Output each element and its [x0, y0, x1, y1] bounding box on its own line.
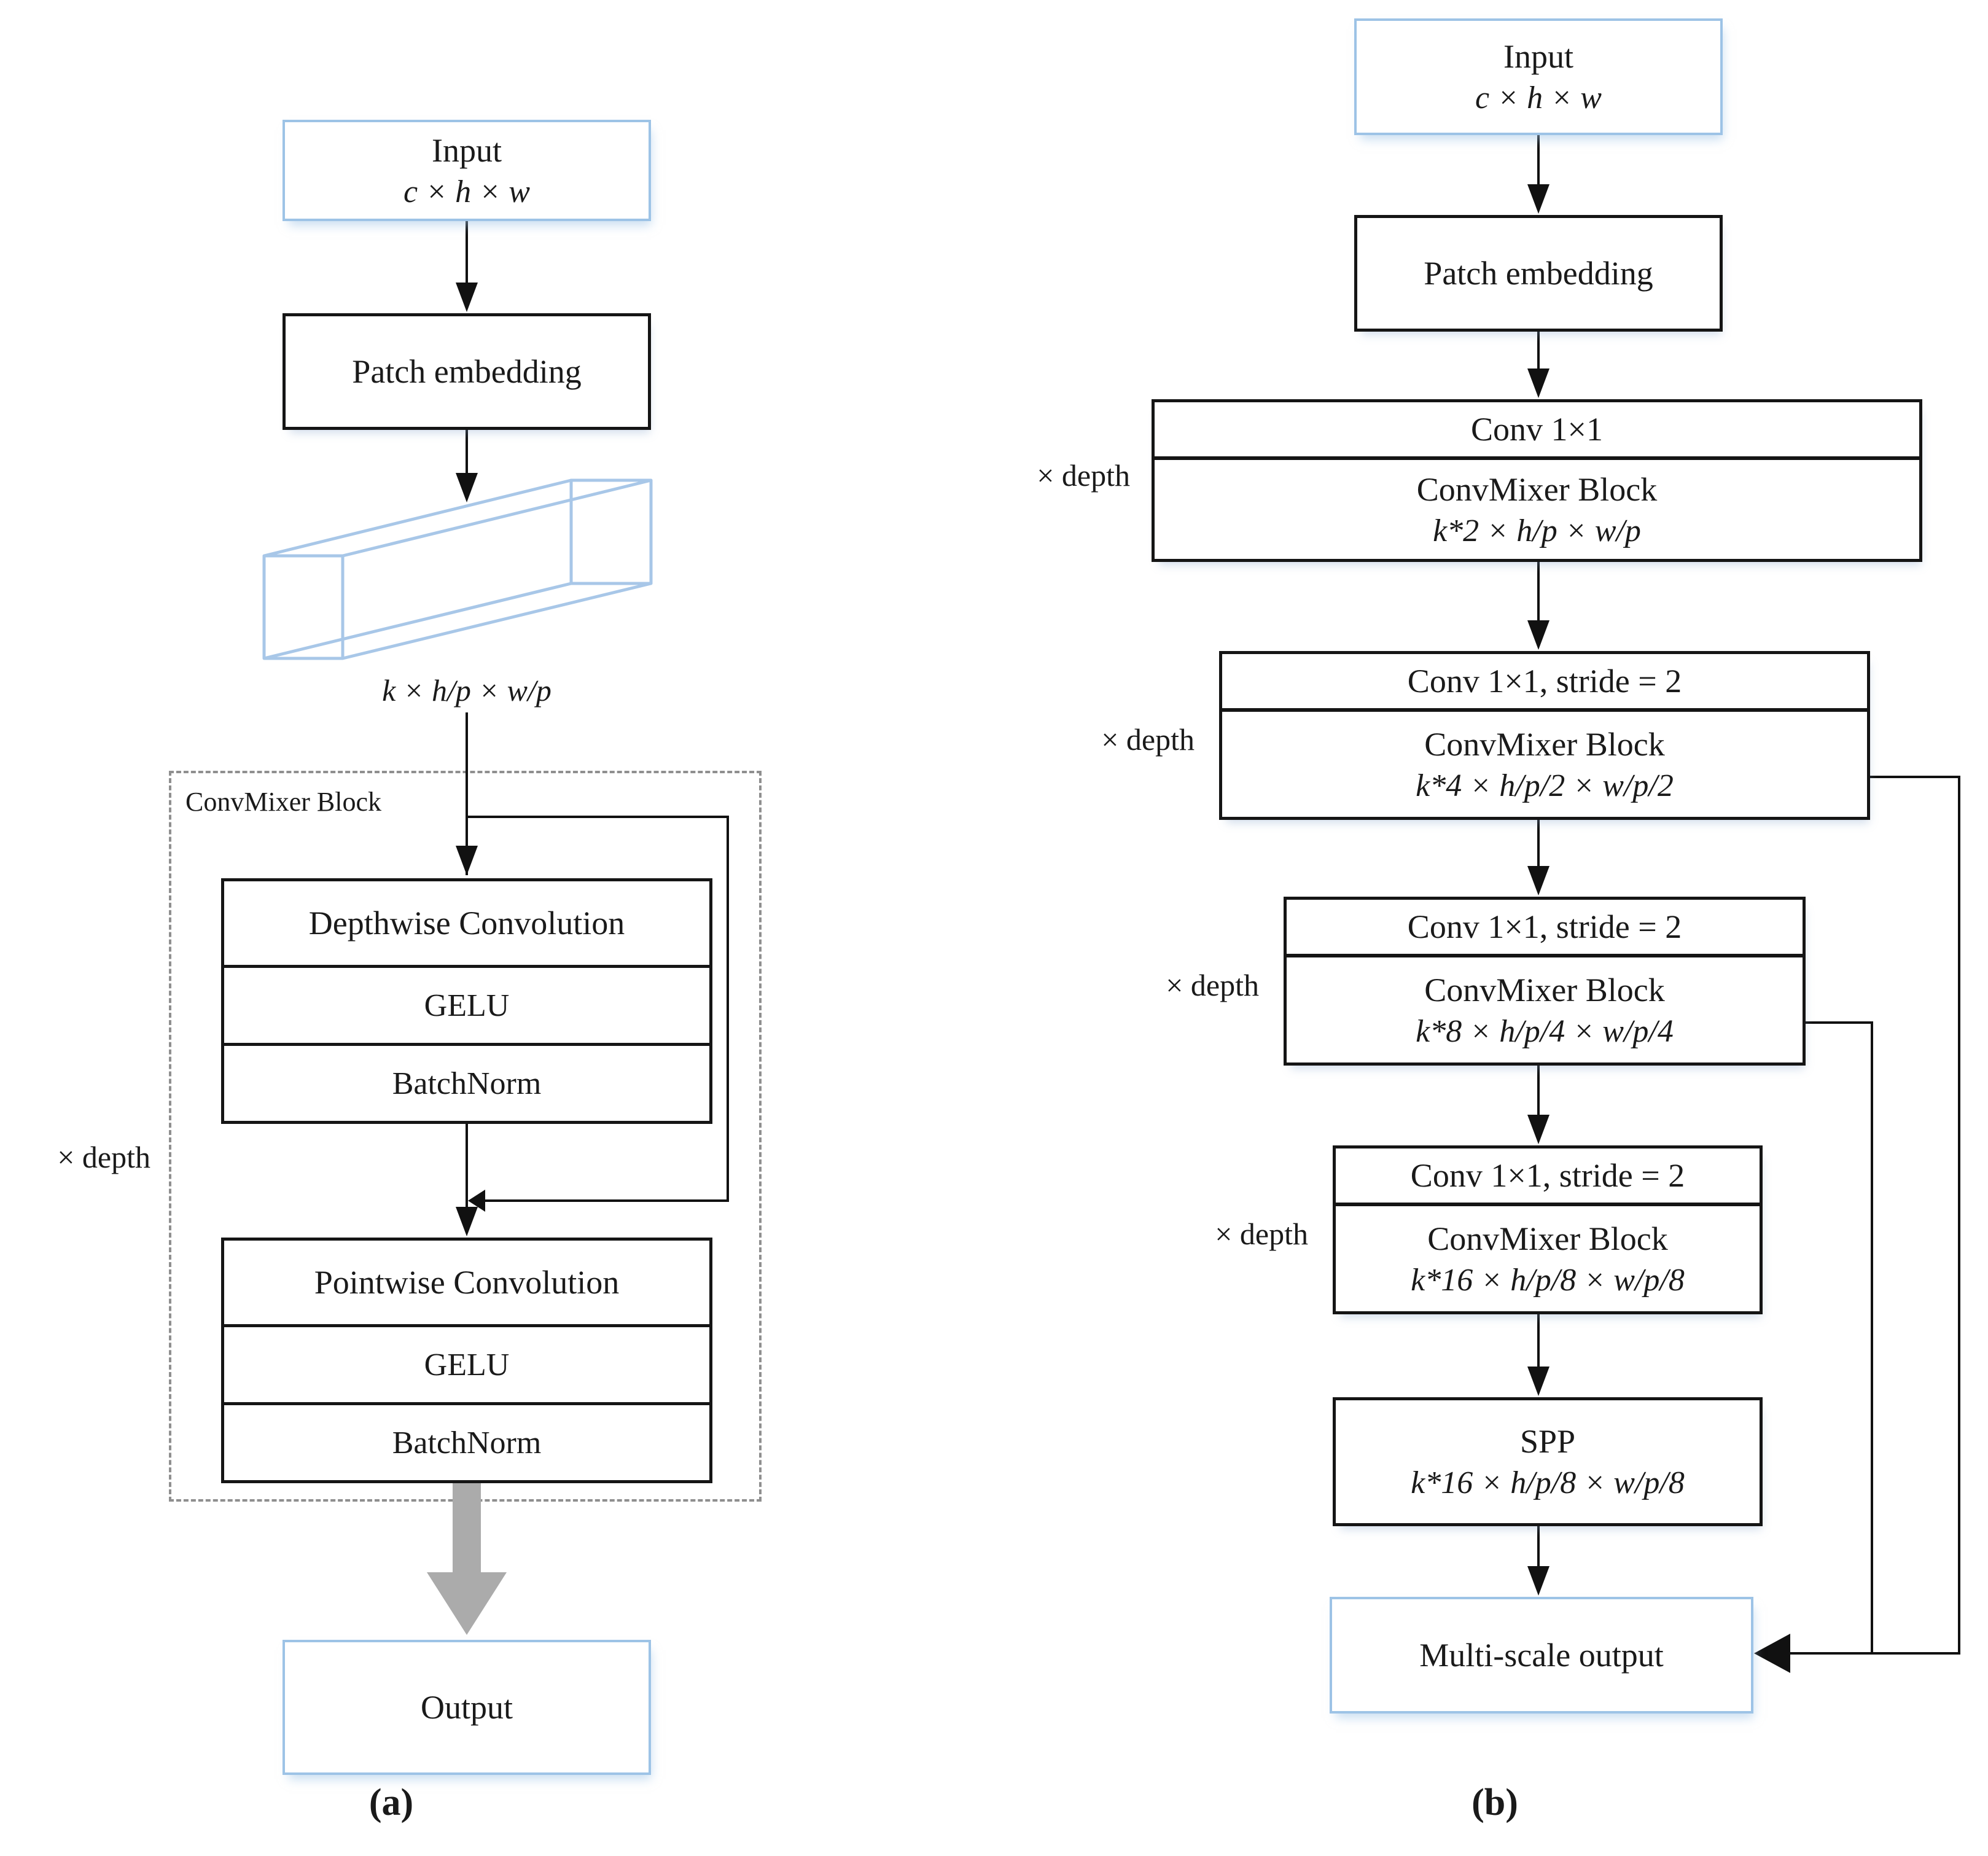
tensor-cuboid	[262, 478, 653, 660]
depthwise-stack: Depthwise Convolution GELU BatchNorm	[221, 878, 712, 1124]
arrowhead-down-icon	[1527, 1566, 1549, 1596]
stage-conv-label: Conv 1×1, stride = 2	[1222, 654, 1867, 712]
patch-embedding-label: Patch embedding	[352, 353, 582, 390]
depth-multiplier-label-stage1: × depth	[1037, 458, 1130, 493]
input-dims: c × h × w	[403, 174, 530, 209]
gray-arrow-head	[427, 1572, 507, 1635]
multiscale-output-box: Multi-scale output	[1330, 1597, 1753, 1714]
depth-multiplier-label-stage4: × depth	[1215, 1217, 1308, 1251]
batchnorm-row: BatchNorm	[224, 1402, 709, 1480]
input-box-a: Input c × h × w	[283, 120, 651, 221]
patch-embedding-box-a: Patch embedding	[283, 313, 651, 430]
stage-dims-label: k*2 × h/p × w/p	[1433, 513, 1641, 548]
stage-block-label: ConvMixer Block	[1427, 1220, 1668, 1257]
patch-embedding-box-b: Patch embedding	[1354, 215, 1723, 332]
stage-2: Conv 1×1, stride = 2 ConvMixer Block k*4…	[1219, 651, 1870, 820]
arrowhead-down-icon	[456, 283, 478, 312]
spp-box: SPP k*16 × h/p/8 × w/p/8	[1333, 1397, 1763, 1526]
gelu-row: GELU	[224, 965, 709, 1043]
stage-conv-label: Conv 1×1, stride = 2	[1287, 900, 1803, 957]
panel-a-caption: (a)	[368, 1782, 414, 1823]
input-box-b: Input c × h × w	[1354, 18, 1723, 135]
gray-output-arrow-icon	[427, 1462, 507, 1635]
arrowhead-down-icon	[1527, 1367, 1549, 1396]
stage-conv-label: Conv 1×1, stride = 2	[1336, 1148, 1760, 1206]
output-label: Output	[420, 1689, 513, 1726]
arrowhead-left-icon	[1754, 1634, 1790, 1673]
tensor-dims-label: k × h/p × w/p	[382, 673, 552, 708]
depth-multiplier-label-a: × depth	[57, 1140, 150, 1174]
stage-1: Conv 1×1 ConvMixer Block k*2 × h/p × w/p	[1152, 399, 1922, 562]
spp-dims: k*16 × h/p/8 × w/p/8	[1411, 1465, 1685, 1500]
cuboid-edge	[342, 582, 652, 660]
panel-b-caption: (b)	[1472, 1782, 1518, 1823]
spp-title: SPP	[1519, 1423, 1576, 1460]
input-title: Input	[1503, 38, 1573, 75]
arrowhead-down-icon	[1527, 1115, 1549, 1144]
arrowhead-down-icon	[1527, 368, 1549, 398]
gelu-row: GELU	[224, 1324, 709, 1402]
stage-4: Conv 1×1, stride = 2 ConvMixer Block k*1…	[1333, 1145, 1763, 1314]
cuboid-edge	[342, 478, 652, 558]
stage-block-label: ConvMixer Block	[1424, 725, 1665, 763]
stage-dims-label: k*8 × h/p/4 × w/p/4	[1416, 1013, 1674, 1049]
stage-3: Conv 1×1, stride = 2 ConvMixer Block k*8…	[1284, 897, 1806, 1066]
stage-conv-label: Conv 1×1	[1155, 402, 1919, 460]
patch-embedding-label: Patch embedding	[1424, 255, 1653, 292]
arrowhead-down-icon	[456, 1207, 478, 1236]
batchnorm-row: BatchNorm	[224, 1043, 709, 1121]
arrowheads	[456, 184, 1790, 1673]
arrowhead-down-icon	[456, 473, 478, 502]
arrowhead-down-icon	[1527, 620, 1549, 650]
arrowhead-left-icon	[468, 1190, 485, 1212]
arrowhead-down-icon	[456, 846, 478, 875]
skip-connection-line-stage2	[1790, 776, 1960, 1655]
output-box-a: Output	[283, 1640, 651, 1775]
flow-lines	[466, 135, 1960, 1655]
depth-multiplier-label-stage2: × depth	[1101, 722, 1195, 757]
stage-dims-label: k*4 × h/p/2 × w/p/2	[1416, 768, 1674, 803]
stage-dims-label: k*16 × h/p/8 × w/p/8	[1411, 1262, 1685, 1298]
multiscale-output-label: Multi-scale output	[1419, 1637, 1664, 1674]
convmixer-block-title: ConvMixer Block	[185, 787, 381, 817]
cuboid-edge	[263, 582, 572, 660]
input-dims: c × h × w	[1475, 80, 1602, 115]
pointwise-convolution-row: Pointwise Convolution	[314, 1264, 620, 1301]
stage-block-label: ConvMixer Block	[1416, 470, 1658, 508]
skip-connection-line-a	[467, 816, 729, 1202]
pointwise-stack: Pointwise Convolution GELU BatchNorm	[221, 1238, 712, 1483]
depthwise-convolution-row: Depthwise Convolution	[308, 905, 625, 942]
skip-connection-line-stage3	[1806, 1021, 1873, 1653]
input-title: Input	[432, 131, 502, 169]
cuboid-edge	[263, 478, 572, 558]
arrowhead-down-icon	[1527, 184, 1549, 214]
stage-block-label: ConvMixer Block	[1424, 971, 1665, 1008]
arrowhead-down-icon	[1527, 866, 1549, 895]
depth-multiplier-label-stage3: × depth	[1166, 968, 1259, 1002]
